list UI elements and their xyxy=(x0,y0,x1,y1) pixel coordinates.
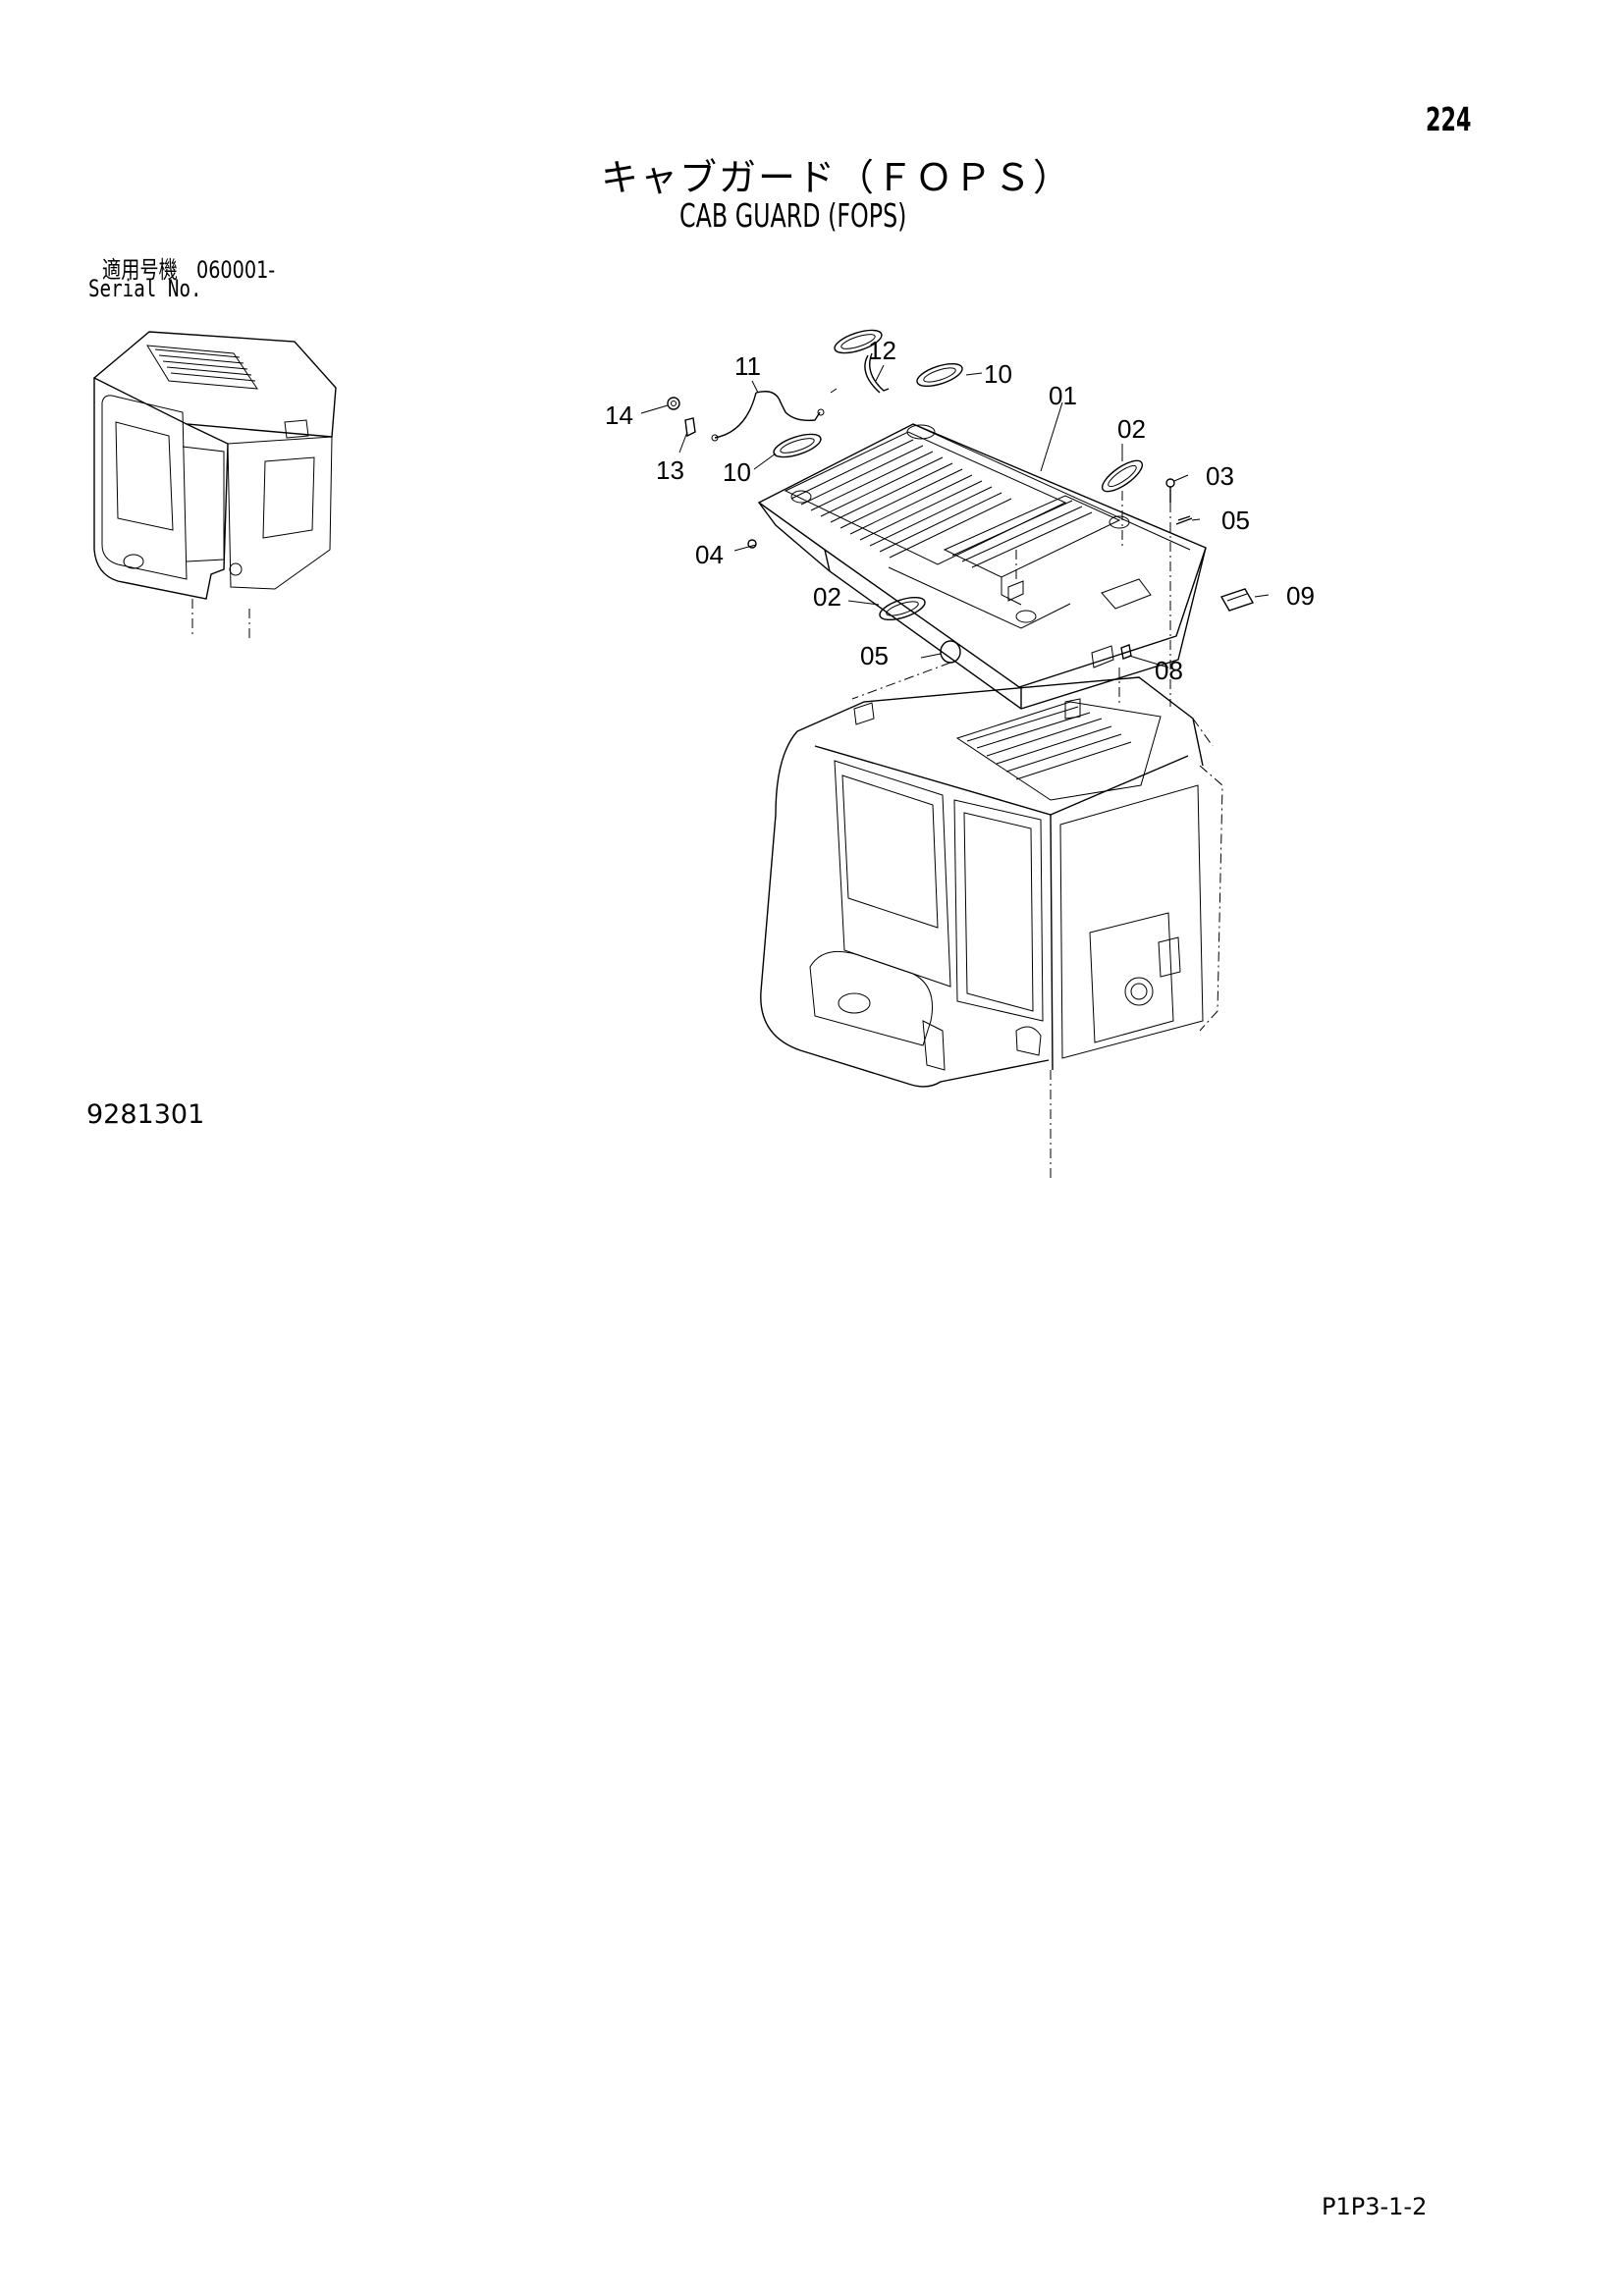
cab-overview-thumbnail xyxy=(92,331,337,638)
callout-14: 14 xyxy=(605,400,633,430)
drawing-number: 9281301 xyxy=(86,1099,205,1130)
callout-10-top: 10 xyxy=(984,359,1012,389)
page-title-english: CAB GUARD (FOPS) xyxy=(679,196,907,235)
callout-04: 04 xyxy=(695,540,724,569)
callout-13: 13 xyxy=(656,455,684,485)
cab-body xyxy=(760,676,1223,1178)
callout-11: 11 xyxy=(734,351,761,381)
page-title-japanese: キャブガード（ＦＯＰＳ） xyxy=(601,156,1073,199)
callout-12: 12 xyxy=(868,336,896,365)
callout-09: 09 xyxy=(1286,581,1315,611)
callout-01: 01 xyxy=(1049,381,1077,410)
callout-08: 08 xyxy=(1155,656,1183,685)
callout-labels: 14 13 11 12 10 10 01 02 03 05 04 02 05 0… xyxy=(605,336,1315,685)
callout-02-right: 02 xyxy=(1117,414,1146,444)
callout-03: 03 xyxy=(1206,461,1234,491)
page-code: P1P3-1-2 xyxy=(1322,2193,1428,2220)
page-number: 224 xyxy=(1426,100,1472,138)
callout-02-left: 02 xyxy=(813,582,841,612)
serial-label-english: Serial No. xyxy=(88,275,202,302)
callout-10-left: 10 xyxy=(723,457,751,487)
callout-05-left: 05 xyxy=(860,641,889,670)
fops-guard-panel xyxy=(757,423,1207,710)
loose-parts xyxy=(667,329,1255,664)
callout-05-right: 05 xyxy=(1221,506,1250,535)
leader-lines xyxy=(640,364,1270,707)
serial-label-japanese: 適用号機 060001- xyxy=(102,256,276,284)
